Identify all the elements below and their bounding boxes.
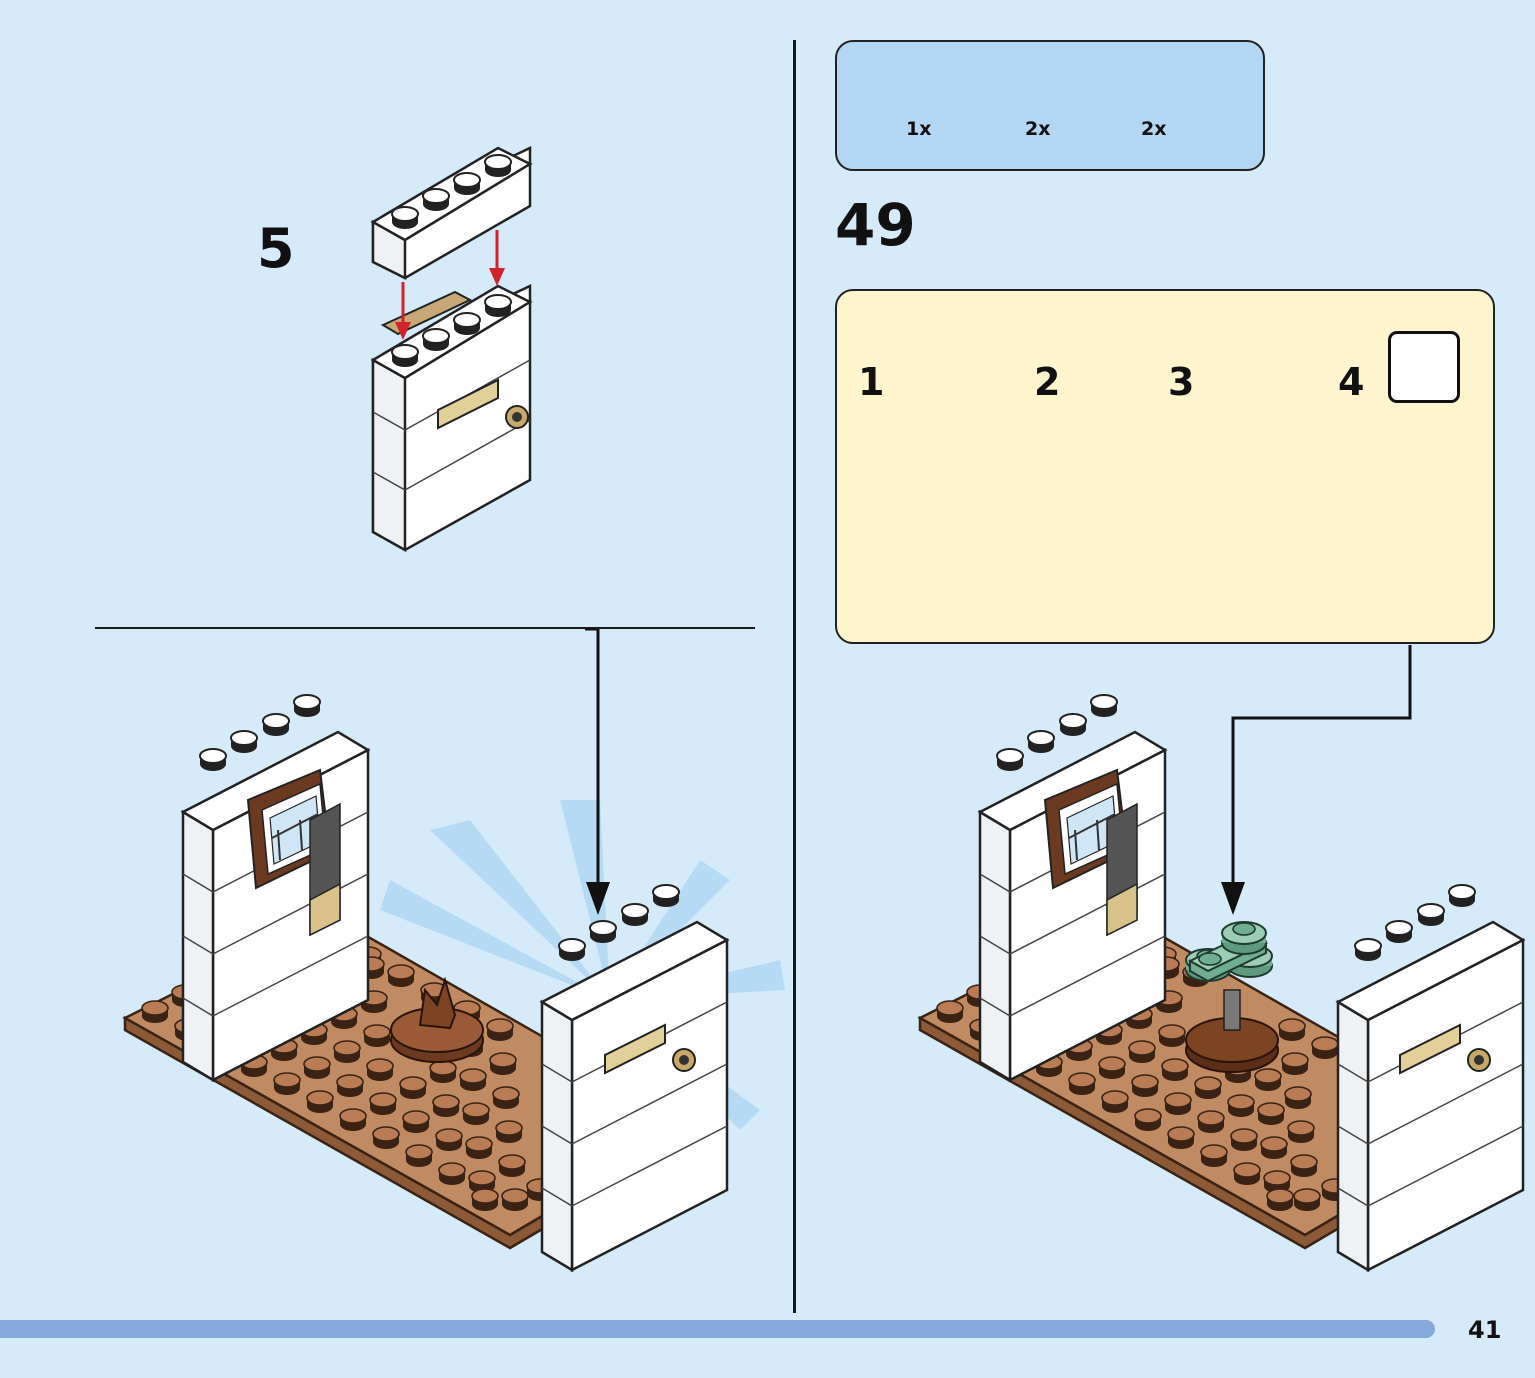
substep-label-1: 1 <box>858 360 885 404</box>
substep-label-left: 5 <box>257 217 295 280</box>
page-divider-vertical <box>793 40 796 1313</box>
substep-callout-box <box>835 289 1495 644</box>
right-assembly-illustration <box>917 694 1525 1272</box>
substep-label-2: 2 <box>1034 360 1061 404</box>
step-number: 49 <box>835 191 916 259</box>
left-section-divider <box>95 627 755 629</box>
part-qty-2: 2x <box>1025 118 1051 140</box>
left-assembly-illustration <box>122 627 785 1272</box>
rotate-model-icon-frame <box>1388 331 1460 403</box>
page-number: 41 <box>1468 1316 1502 1344</box>
part-qty-3: 2x <box>1141 118 1167 140</box>
part-qty-1: 1x <box>906 118 932 140</box>
progress-bar <box>0 1320 1435 1338</box>
parts-callout-box <box>835 40 1265 171</box>
step5-illustration <box>370 146 533 553</box>
substep-label-3: 3 <box>1168 360 1195 404</box>
substep-label-4: 4 <box>1338 360 1365 404</box>
